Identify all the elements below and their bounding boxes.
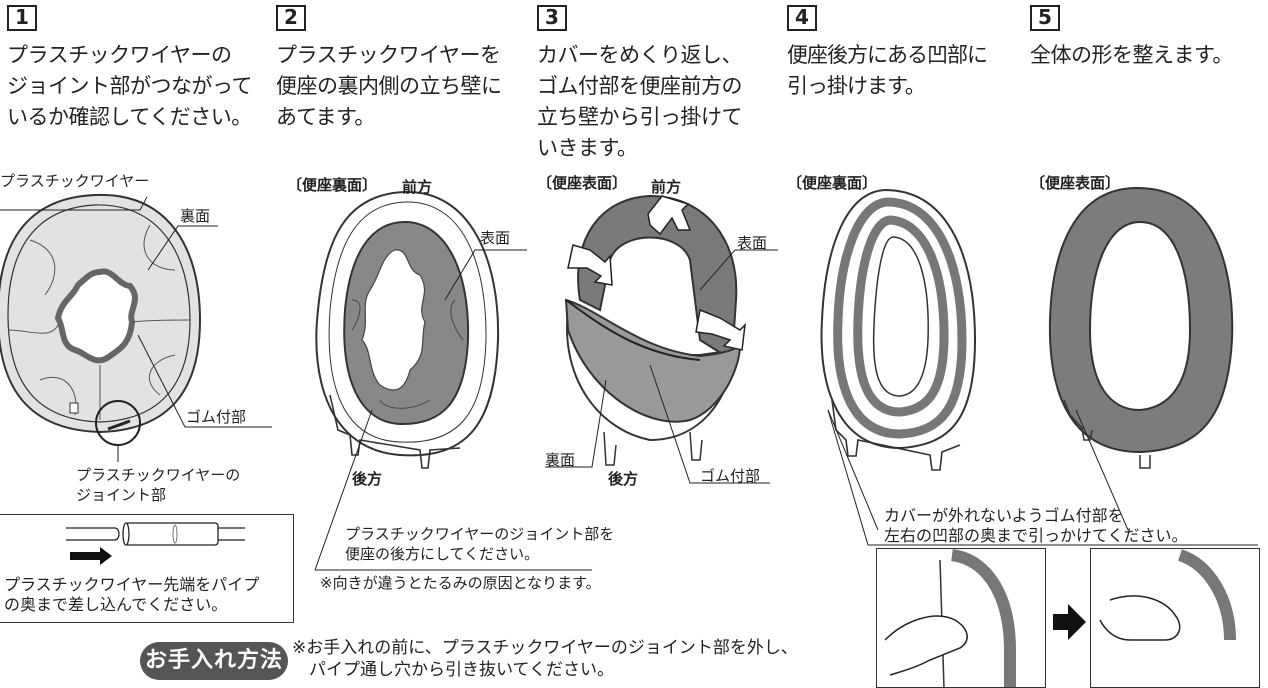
- fig1-label-rubber: ゴム付部: [186, 408, 247, 426]
- step-3-text: カバーをめくり返し、 ゴム付部を便座前方の 立ち壁から引っ掛けて いきます。: [537, 43, 743, 160]
- care-title: お手入れ方法: [140, 642, 288, 680]
- step-4-number: 4: [787, 5, 817, 31]
- fig1-instruction: プラスチックワイヤー先端をパイプ の奥まで差し込んでください。: [4, 575, 260, 614]
- fig2-label-surface: 表面: [480, 229, 511, 247]
- step-1-number: 1: [7, 5, 37, 31]
- fig3-caption: 〔便座表面〕: [537, 174, 628, 192]
- hand-detail-2-box: [1090, 548, 1260, 688]
- fig2-caption: 〔便座裏面〕: [287, 176, 378, 194]
- fig2-label-front: 前方: [402, 178, 433, 196]
- fig5-seat-top-fitted-illustration: [1048, 186, 1234, 469]
- step-5-text: 全体の形を整えます。: [1030, 43, 1233, 67]
- fig2-warning: ※向きが違うとたるみの原因となります。: [320, 574, 601, 592]
- right-arrow-icon: [1053, 604, 1086, 640]
- step-5-number: 5: [1030, 5, 1060, 31]
- care-note: ※お手入れの前に、プラスチックワイヤーのジョイント部を外し、 パイプ通し穴から引…: [292, 638, 798, 680]
- fig1-cover-flat-illustration: [0, 193, 272, 565]
- step-1-text: プラスチックワイヤーの ジョイント部がつながって いるか確認してください。: [7, 43, 252, 129]
- fig3-label-rear: 後方: [608, 470, 639, 488]
- fig3-label-rubber: ゴム付部: [700, 467, 761, 485]
- step-2-text: プラスチックワイヤーを 便座の裏内側の立ち壁に あてます。: [276, 43, 502, 129]
- hand-detail-2-illustration: [1099, 549, 1236, 641]
- hand-detail-1-box: [876, 548, 1046, 688]
- fig4-caption: 〔便座裏面〕: [787, 174, 878, 192]
- fig1-label-joint: プラスチックワイヤーの ジョイント部: [76, 466, 241, 504]
- fig4-note: カバーが外れないようゴム付部を 左右の凹部の奥まで引っかけてください。: [884, 506, 1188, 545]
- fig5-caption: 〔便座表面〕: [1030, 174, 1121, 192]
- fig1-label-back: 裏面: [180, 207, 211, 225]
- fig2-note: プラスチックワイヤーのジョイント部を 便座の後方にしてください。: [345, 525, 615, 563]
- fig2-seat-underside-illustration: [314, 190, 592, 571]
- fig4-seat-underside-fitted-illustration: [820, 188, 977, 471]
- step-3-number: 3: [537, 5, 567, 31]
- fig1-instruction-box: [0, 514, 294, 623]
- hand-detail-1-illustration: [884, 549, 1016, 688]
- fig2-label-rear: 後方: [352, 470, 383, 488]
- fig3-label-front: 前方: [651, 178, 682, 196]
- fig3-cover-flip-illustration: [545, 194, 778, 484]
- step-2-number: 2: [276, 5, 306, 31]
- fig3-label-back: 裏面: [545, 451, 576, 469]
- fig1-label-wire: プラスチックワイヤー: [0, 172, 150, 190]
- step-4-text: 便座後方にある凹部に 引っ掛けます。: [787, 43, 988, 98]
- fig3-label-surface: 表面: [737, 234, 768, 252]
